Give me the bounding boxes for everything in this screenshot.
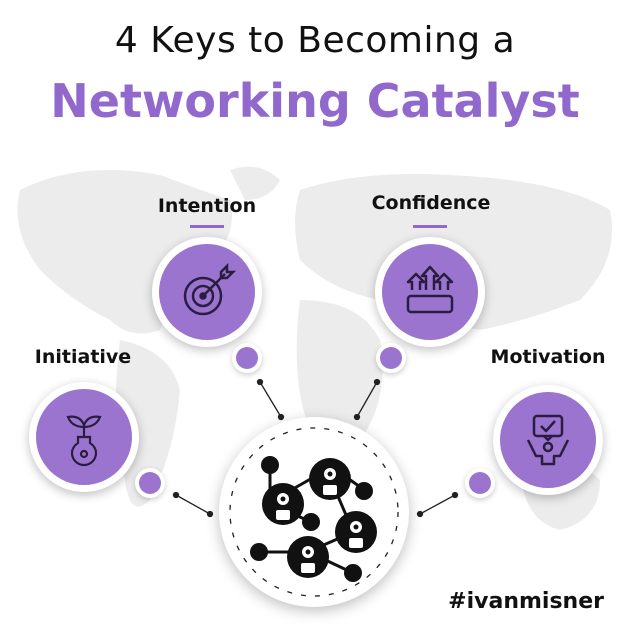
hashtag: #ivanmisner [448, 589, 604, 614]
key-circle-confidence [375, 237, 485, 347]
target-arrow-icon [183, 262, 237, 316]
plant-lightbulb-icon [66, 415, 102, 467]
dot-confidence [376, 343, 406, 373]
dot-initiative [135, 468, 165, 498]
label-underline [190, 225, 224, 228]
dot-motivation [465, 468, 495, 498]
title-line-1: 4 Keys to Becoming a [114, 20, 516, 61]
arrows-up-icon [406, 265, 454, 314]
network-people-icon [229, 427, 399, 597]
title-line-2: Networking Catalyst [50, 74, 580, 128]
label-underline [413, 225, 447, 228]
key-circle-initiative [29, 382, 139, 492]
key-label-motivation: Motivation [490, 346, 606, 368]
key-label-initiative: Initiative [34, 346, 132, 368]
dot-intention [232, 343, 262, 373]
key-label-intention: Intention [157, 195, 257, 217]
key-label-confidence: Confidence [371, 192, 491, 214]
person-checkmark-icon [526, 414, 570, 466]
key-circle-intention [152, 237, 262, 347]
center-circle [219, 417, 409, 607]
key-circle-motivation [493, 385, 603, 495]
